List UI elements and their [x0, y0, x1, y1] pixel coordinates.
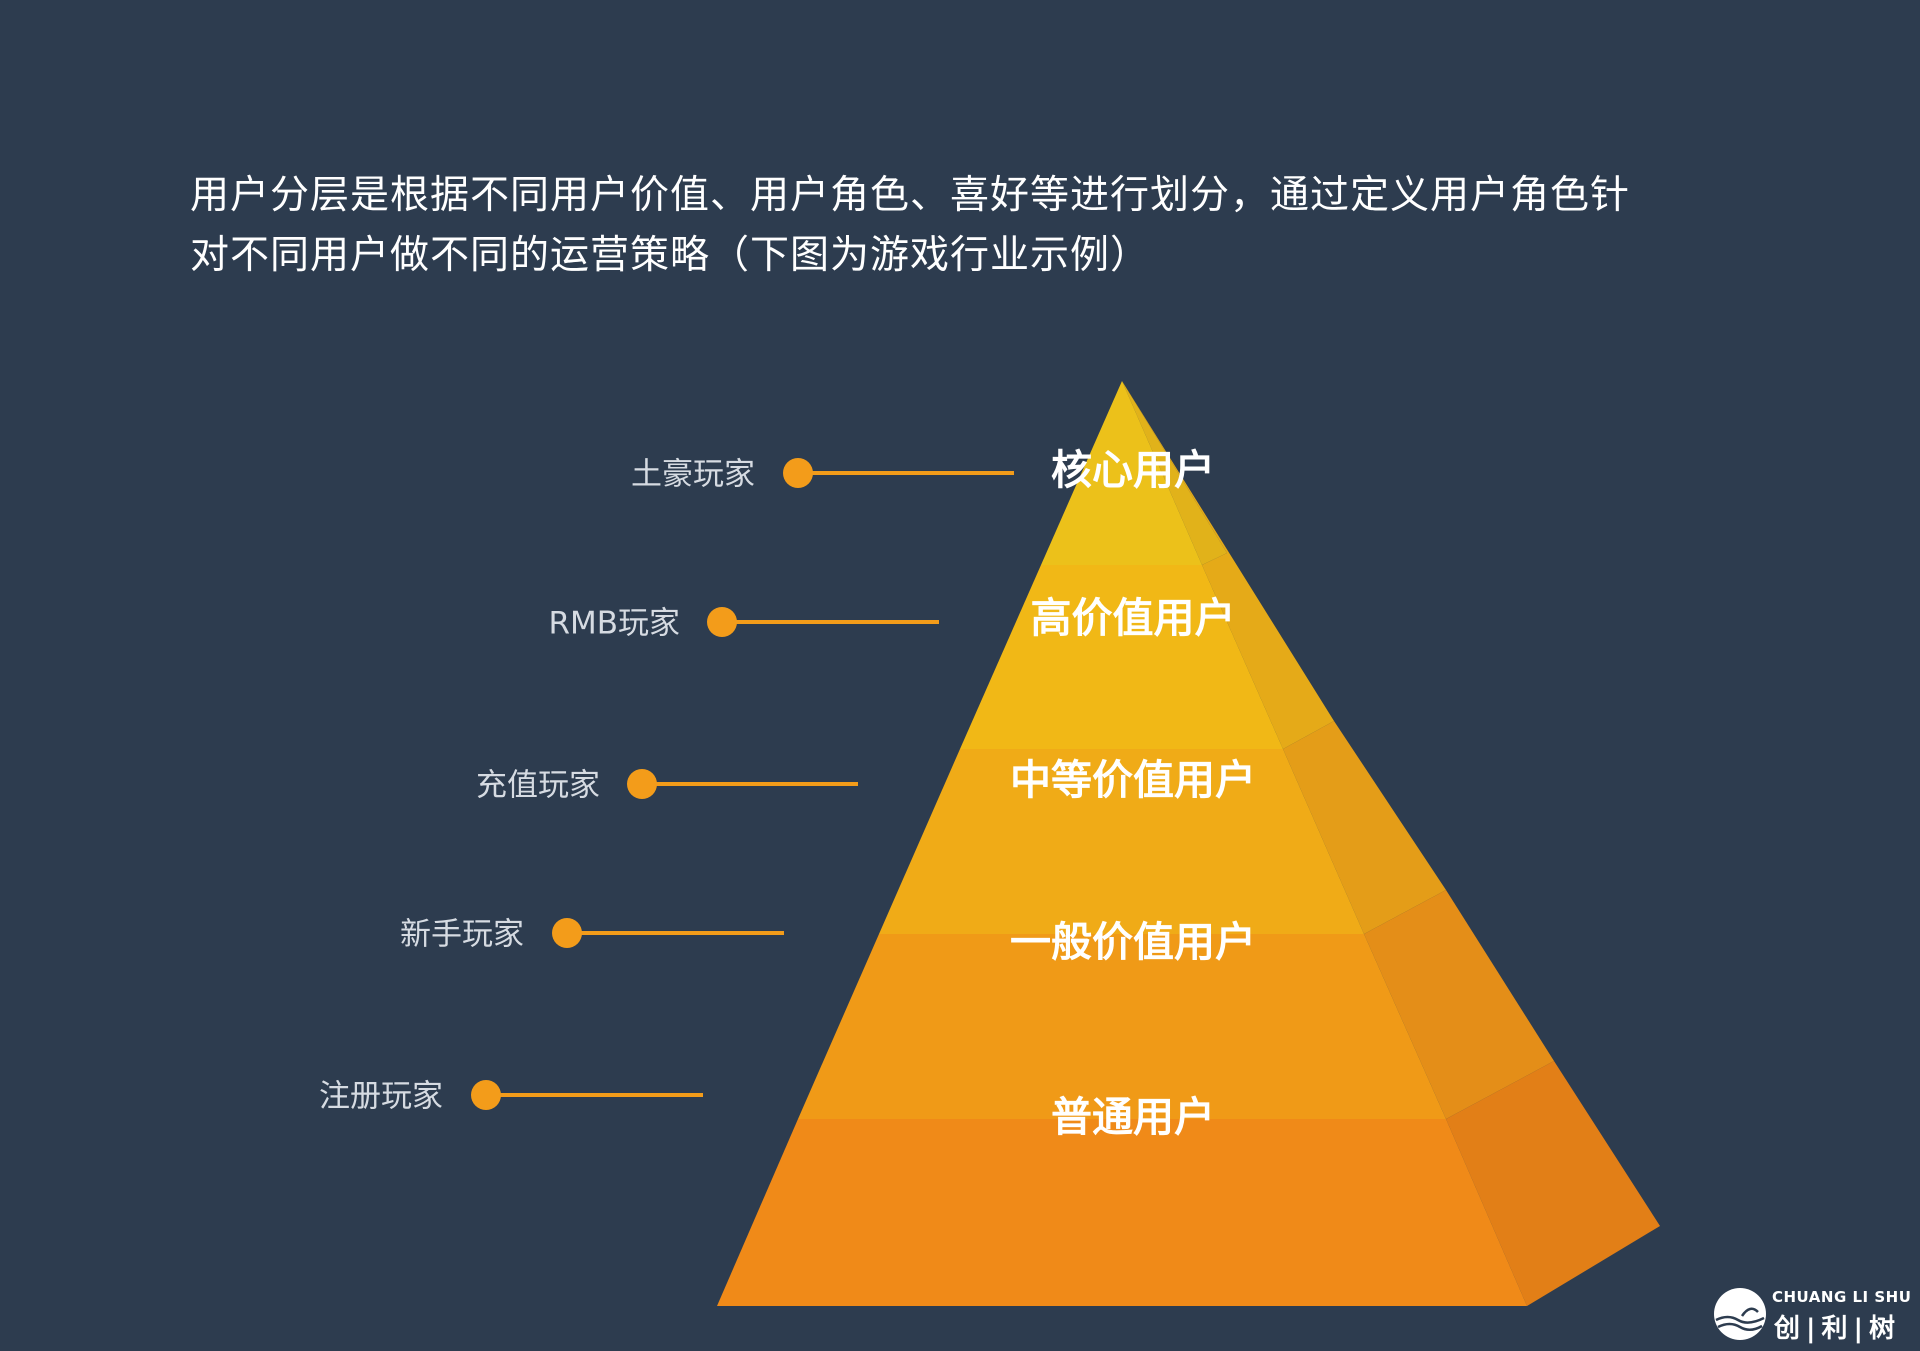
connector-2: [627, 769, 858, 799]
layer-label-1: 高价值用户: [1031, 594, 1236, 642]
pyramid-side-0: [1122, 381, 1227, 565]
pyramid-side-4: [1446, 1061, 1660, 1306]
intro-line-1: 用户分层是根据不同用户价值、用户角色、喜好等进行划分，通过定义用户角色针: [190, 173, 1631, 218]
pyramid-layer-4: [717, 1119, 1527, 1306]
logo-wave-icon: [1714, 1288, 1766, 1340]
pyramid-layer-3: [798, 934, 1446, 1119]
layer-label-3: 一般价值用户: [1010, 918, 1256, 966]
pyramid-side-2: [1283, 721, 1446, 934]
layer-label-4: 普通用户: [1051, 1093, 1215, 1141]
pyramid-side-1: [1122, 381, 1334, 749]
connector-1: [707, 607, 939, 637]
intro-text: 用户分层是根据不同用户价值、用户角色、喜好等进行划分，通过定义用户角色针 对不同…: [190, 166, 1750, 286]
intro-line-2: 对不同用户做不同的运营策略（下图为游戏行业示例）: [190, 233, 1151, 278]
player-label-1: RMB玩家: [548, 605, 680, 642]
pyramid-layer-2: [879, 749, 1364, 934]
connector-0: [783, 458, 1014, 488]
logo-chinese: 创|利|树: [1774, 1314, 1901, 1344]
pyramid-layer-1: [960, 565, 1283, 749]
connector-3: [552, 918, 784, 948]
connector-4: [471, 1080, 703, 1110]
player-label-4: 注册玩家: [319, 1078, 443, 1115]
player-label-2: 充值玩家: [476, 767, 600, 804]
layer-label-2: 中等价值用户: [1010, 756, 1256, 804]
brand-logo: CHUANG LI SHU 创|利|树: [1712, 1284, 1912, 1344]
layer-label-0: 核心用户: [1051, 446, 1215, 494]
player-label-3: 新手玩家: [400, 916, 524, 953]
player-label-0: 土豪玩家: [631, 456, 755, 493]
pyramid-layer-0: [1041, 381, 1202, 565]
logo-english: CHUANG LI SHU: [1772, 1288, 1912, 1306]
pyramid-side-3: [1364, 890, 1554, 1119]
